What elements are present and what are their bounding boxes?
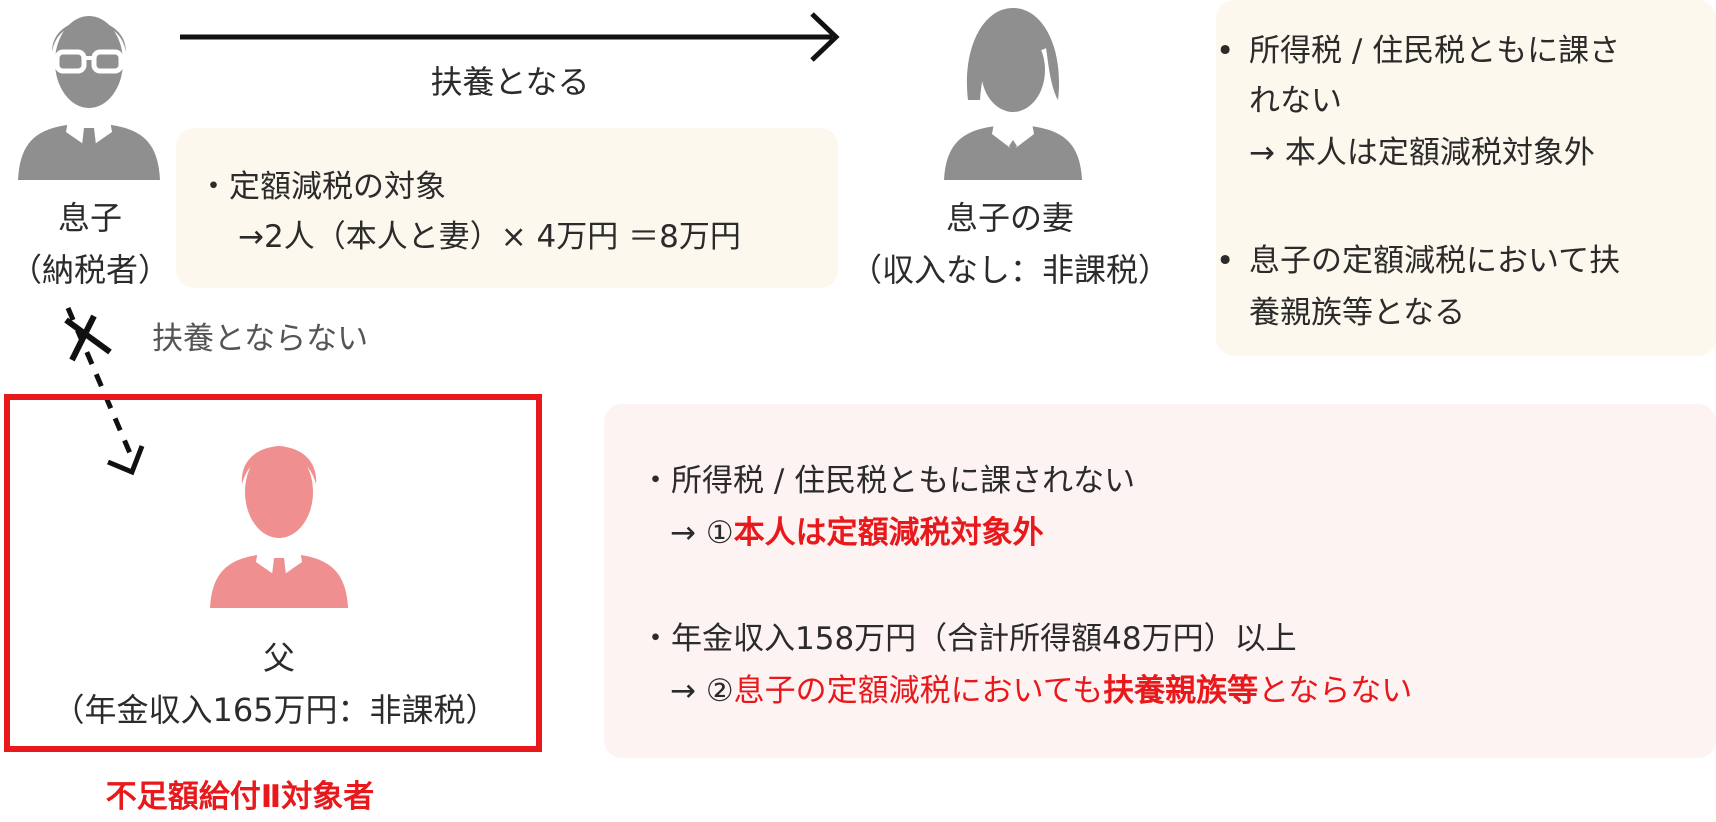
son-avatar-icon: [14, 0, 164, 180]
cross-mark-a: [64, 317, 112, 355]
father-box-b2-prefix: → ②: [670, 673, 734, 709]
wife-box-bullet-2: •: [1216, 243, 1235, 279]
wife-box-b1-line-3: → 本人は定額減税対象外: [1249, 135, 1595, 171]
wife-box-b1-line-1: 所得税 / 住民税ともに課さ: [1249, 33, 1621, 69]
wife-name: 息子の妻: [945, 199, 1074, 237]
father-box-b2-highlight-a: 息子の定額減税においても: [733, 673, 1104, 709]
father-status: （年金収入165万円：非課税）: [52, 691, 498, 729]
wife-box-b1-line-2: れない: [1249, 83, 1342, 119]
wife-info-box: • 所得税 / 住民税ともに課さ れない → 本人は定額減税対象外 • 息子の定…: [1216, 0, 1716, 356]
wife-box-b2-line-2: 養親族等となる: [1249, 295, 1466, 331]
arrow-label-to-wife: 扶養となる: [430, 63, 590, 101]
father-box-b1-prefix: → ①: [670, 515, 734, 551]
arrow-to-wife-head: [810, 12, 840, 62]
father-avatar-icon: [204, 428, 354, 608]
father-box-b1-highlight: 本人は定額減税対象外: [733, 515, 1044, 551]
son-role: （納税者）: [9, 251, 170, 289]
son-name: 息子: [57, 199, 122, 237]
father-caption: 不足額給付Ⅱ対象者: [105, 779, 375, 815]
son-box-line-2: →2人（本人と妻）× 4万円 ＝8万円: [238, 219, 741, 255]
wife-status: （収入なし：非課税）: [849, 251, 1170, 289]
father-name: 父: [262, 639, 295, 677]
father-box-b2-line-2: → ②息子の定額減税においても扶養親族等とならない: [670, 666, 1412, 716]
father-box-b1-line-2: → ①本人は定額減税対象外: [670, 508, 1044, 558]
father-box-b2-line-1: ・年金収入158万円（合計所得額48万円）以上: [640, 621, 1297, 657]
wife-box-b2-line-1: 息子の定額減税において扶: [1249, 243, 1621, 279]
father-box-b2-highlight-c: とならない: [1258, 673, 1413, 709]
son-info-box: ・定額減税の対象 →2人（本人と妻）× 4万円 ＝8万円: [176, 128, 838, 288]
son-box-line-1: ・定額減税の対象: [198, 169, 446, 205]
father-box-b1-line-1: ・所得税 / 住民税ともに課されない: [640, 463, 1136, 499]
father-info-box: ・所得税 / 住民税ともに課されない → ①本人は定額減税対象外 ・年金収入15…: [604, 404, 1716, 758]
father-box-b2-highlight-b: 扶養親族等: [1103, 673, 1259, 709]
wife-box-bullet-1: •: [1216, 33, 1235, 69]
arrow-to-father-line: [65, 307, 135, 459]
arrow-to-father-head: [107, 445, 145, 476]
cross-mark-b: [69, 314, 97, 362]
father-highlight-frame: [4, 394, 542, 752]
wife-avatar-icon: [938, 0, 1088, 180]
arrow-label-to-father: 扶養とならない: [152, 321, 369, 357]
